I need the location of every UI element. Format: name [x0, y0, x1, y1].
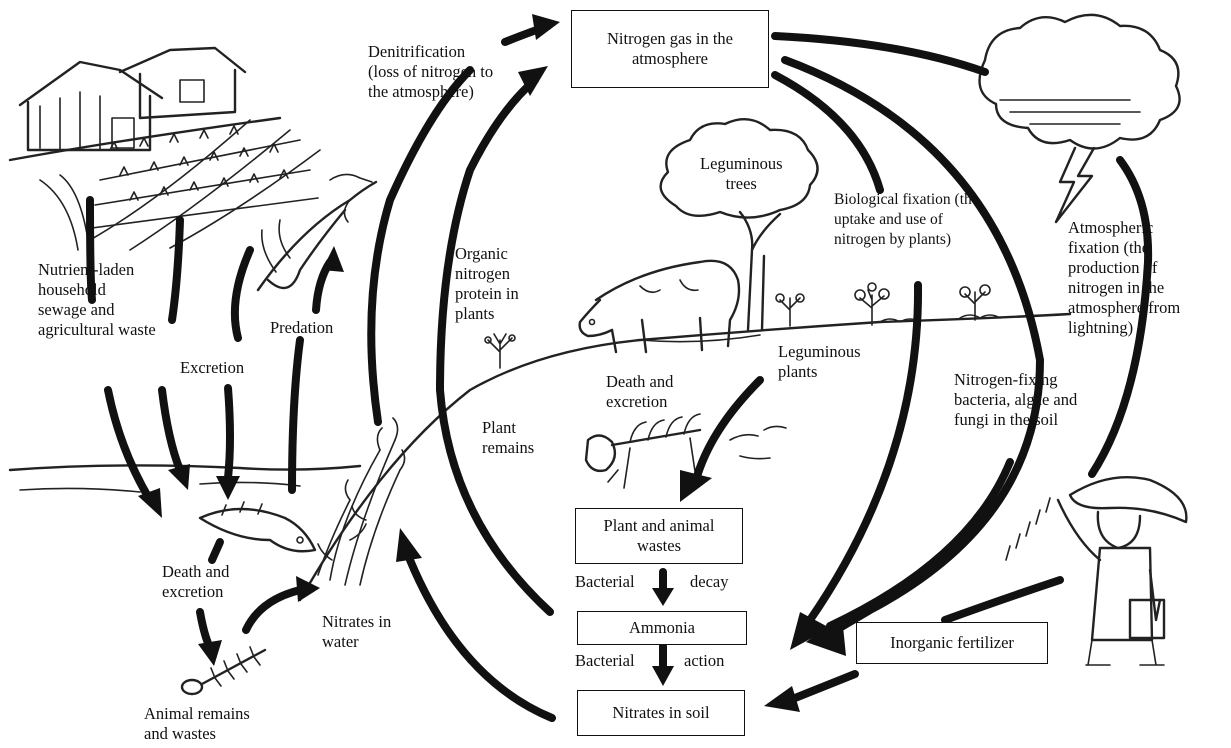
arrow-bacteria-to-nitrates [826, 458, 1014, 630]
label-leguminous-plants: Leguminous plants [778, 342, 861, 381]
bird-illustration [256, 173, 378, 292]
arrow-head [518, 66, 548, 96]
fish-skeleton-illustration [180, 646, 267, 696]
label-nitrates-water: Nitrates in water [322, 612, 392, 651]
arrow-fish-death [208, 538, 224, 564]
arrow-sewage-3 [158, 386, 184, 474]
label-animal-remains: Animal remains and wastes [144, 704, 250, 743]
cow-illustration [578, 259, 741, 354]
arrow-head [322, 246, 344, 272]
box-inorganic-fertilizer: Inorganic fertilizer [856, 622, 1048, 664]
label-bacterial-decay-1: Bacterial [575, 572, 635, 591]
arrow-head [652, 588, 674, 606]
arrow-head [296, 576, 320, 602]
arrow-remains-to-nitrates [242, 586, 304, 634]
arrow-fertilizer-to-nitrates [786, 670, 859, 704]
arrow-head [396, 528, 422, 562]
arrow-gas-to-nitrogen-fixing [781, 56, 1045, 640]
label-biological-fixation: Biological fixation (the uptake and use … [834, 191, 979, 248]
box-ammonia: Ammonia [577, 611, 747, 645]
label-bacterial-action-1: Bacterial [575, 651, 635, 670]
label-nutrient-laden: Nutrient-laden household sewage and agri… [38, 260, 156, 339]
arrow-head [216, 476, 240, 500]
label-death-excretion-land: Death and excretion [606, 372, 674, 411]
arrow-denitrification [367, 66, 474, 426]
box-plant-animal-wastes: Plant and animal wastes [575, 508, 743, 564]
arrow-head [652, 666, 674, 686]
arrow-farmer-to-fertilizer [941, 576, 1064, 624]
label-predation: Predation [270, 318, 334, 337]
farmer-illustration [1005, 475, 1188, 666]
aquatic-plants-illustration [317, 417, 406, 586]
arrow-sewage-2 [104, 386, 154, 504]
arrow-head [198, 640, 222, 666]
arrow-predation [288, 336, 304, 494]
leguminous-tree-illustration [659, 118, 819, 332]
arrow-head [138, 488, 162, 518]
cycle-arrows [86, 14, 1153, 722]
arrow-atmospheric-fixation [1088, 156, 1153, 478]
storm-cloud-illustration [978, 13, 1181, 224]
box-nitrates-soil: Nitrates in soil [577, 690, 745, 736]
label-death-excretion-water: Death and excretion [162, 562, 230, 601]
fish-illustration [198, 501, 317, 553]
label-excretion: Excretion [180, 358, 245, 377]
arrow-excretion [224, 384, 234, 482]
animal-skeleton-illustration [584, 413, 787, 489]
arrow-sewage-4 [168, 216, 184, 324]
arrow-plants-to-wastes [692, 376, 764, 484]
houses-and-fields-illustration [8, 46, 321, 251]
arrow-gas-to-lightning [771, 32, 989, 76]
arrow-soil-to-water [406, 556, 556, 722]
arrow-biological-fixation [771, 71, 884, 194]
label-bacterial-decay-2: decay [690, 572, 729, 591]
label-plant-remains: Plant remains [482, 418, 535, 457]
label-leguminous-trees: Leguminous trees [700, 154, 783, 193]
arrow-nitrates-to-plants [435, 76, 554, 616]
arrow-head [168, 464, 190, 490]
label-nitrogen-fixing: Nitrogen-fixing bacteria, algae and fung… [954, 370, 1078, 429]
label-organic-nitrogen: Organic nitrogen protein in plants [455, 244, 519, 323]
arrow-head [764, 686, 800, 712]
label-bacterial-action-2: action [684, 651, 725, 670]
arrow-head [680, 470, 712, 502]
arrow-head [790, 612, 830, 650]
arrow-head [532, 14, 560, 40]
arrow-fixation-to-ammonia [806, 281, 923, 624]
box-nitrogen-gas: Nitrogen gas in the atmosphere [571, 10, 769, 88]
label-denitrification: Denitrification (loss of nitrogen to the… [368, 42, 494, 101]
arrow-sewage-1 [86, 196, 96, 304]
label-atmospheric-fixation: Atmospheric fixation (the production of … [1068, 218, 1181, 337]
arrow-excretion-upper [230, 246, 254, 342]
shrubs-illustration [484, 282, 991, 369]
